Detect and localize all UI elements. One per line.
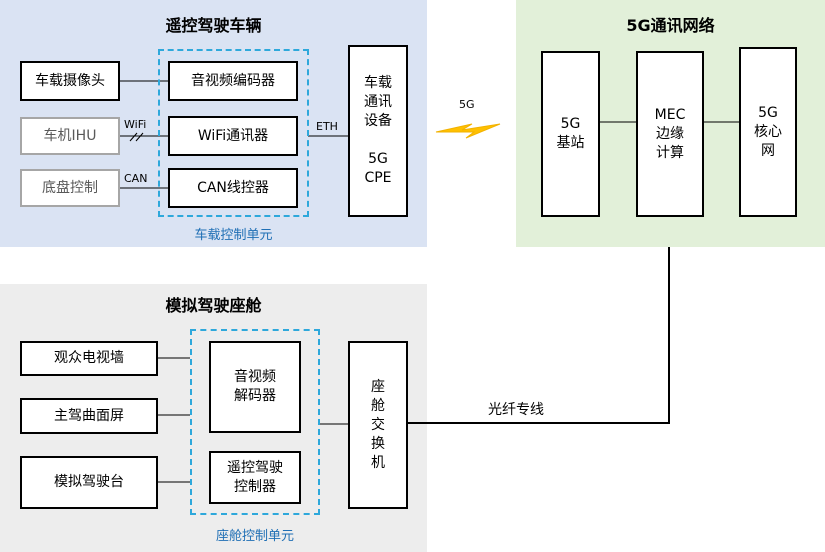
cockpit-title: 模拟驾驶座舱 bbox=[165, 296, 262, 315]
cockpit-switch-box: 座 舱 交 换 机 bbox=[348, 341, 408, 509]
base-station-box: 5G 基站 bbox=[541, 51, 600, 217]
vehicle-unit-label: 车载控制单元 bbox=[194, 228, 273, 243]
remote-controller-box: 遥控驾驶 控制器 bbox=[209, 451, 301, 504]
vehicle-control-unit bbox=[158, 49, 309, 217]
wifi-comm-box: WiFi通讯器 bbox=[168, 116, 298, 156]
can-label: CAN bbox=[124, 172, 148, 185]
vehicle-camera-box: 车载摄像头 bbox=[20, 61, 120, 101]
wifi-break-mark bbox=[135, 132, 144, 142]
eth-label: ETH bbox=[316, 120, 338, 133]
vehicle-ihu-box: 车机IHU bbox=[20, 117, 120, 155]
fiber-line bbox=[408, 247, 670, 424]
link-5g-label: 5G bbox=[459, 98, 475, 111]
lightning-icon bbox=[435, 123, 501, 139]
wifi-label: WiFi bbox=[124, 118, 147, 131]
can-controller-box: CAN线控器 bbox=[168, 168, 298, 208]
cockpit-unit-label: 座舱控制单元 bbox=[215, 529, 294, 544]
main-screen-box: 主驾曲面屏 bbox=[20, 398, 158, 434]
av-decoder-box: 音视频 解码器 bbox=[209, 341, 301, 433]
mec-box: MEC 边缘 计算 bbox=[636, 51, 704, 217]
vehicle-title: 遥控驾驶车辆 bbox=[165, 16, 262, 35]
network-title: 5G通讯网络 bbox=[626, 16, 715, 35]
sim-console-box: 模拟驾驶台 bbox=[20, 456, 158, 509]
av-encoder-box: 音视频编码器 bbox=[168, 61, 298, 101]
audience-wall-box: 观众电视墙 bbox=[20, 341, 158, 376]
vehicle-comm-device-box: 车载 通讯 设备 5G CPE bbox=[348, 45, 408, 217]
wifi-break-mark bbox=[129, 132, 138, 142]
core-network-box: 5G 核心 网 bbox=[739, 47, 797, 217]
fiber-label: 光纤专线 bbox=[488, 402, 544, 418]
cockpit-control-unit bbox=[190, 329, 320, 515]
chassis-control-box: 底盘控制 bbox=[20, 169, 120, 207]
